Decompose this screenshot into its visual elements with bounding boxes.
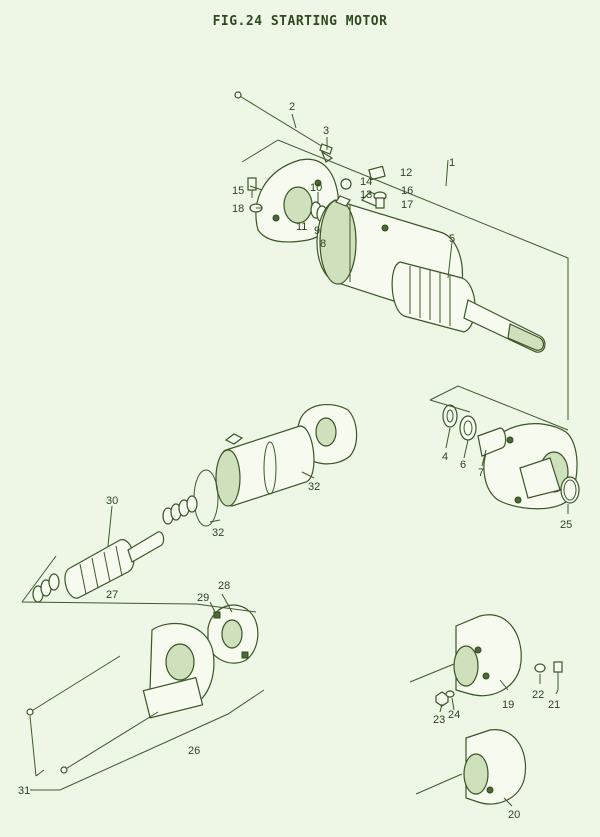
washer-6 xyxy=(459,415,477,441)
assembly-outline-1 xyxy=(241,139,569,431)
figure-title: FIG.24 STARTING MOTOR xyxy=(212,14,388,29)
callout-29: 29 xyxy=(197,592,209,604)
small-washers-middle xyxy=(162,495,198,525)
assembly-outline-4 xyxy=(30,689,265,791)
o-ring-25 xyxy=(560,476,580,504)
nut-23 xyxy=(435,691,449,707)
callout-7: 7 xyxy=(478,467,484,479)
callout-11: 11 xyxy=(296,221,307,233)
callout-20: 20 xyxy=(508,809,520,821)
magnetic-switch-19 xyxy=(409,614,522,697)
callout-21: 21 xyxy=(548,699,560,711)
through-bolt-upper xyxy=(234,91,333,155)
callout-14: 14 xyxy=(360,176,372,188)
yoke-middle xyxy=(215,425,315,507)
washers-27 xyxy=(32,573,60,603)
callout-28: 28 xyxy=(218,580,230,592)
callout-6: 6 xyxy=(460,459,466,471)
rear-end-cover-upper xyxy=(255,158,339,243)
callout-31: 31 xyxy=(18,785,30,797)
assembly-outline-2 xyxy=(21,555,197,605)
callout-1: 1 xyxy=(449,157,455,169)
bolt-21 xyxy=(553,661,563,690)
callout-5: 5 xyxy=(449,233,455,245)
leader-lines xyxy=(29,113,569,807)
callout-8: 8 xyxy=(320,238,326,250)
callout-30: 30 xyxy=(106,495,118,507)
callout-13: 13 xyxy=(360,189,372,201)
callout-16: 16 xyxy=(401,185,413,197)
bushing-7 xyxy=(477,427,507,457)
callout-12: 12 xyxy=(400,167,412,179)
callout-labels: 2 3 1 12 14 10 15 16 13 17 18 11 9 8 5 4… xyxy=(18,101,572,821)
callout-17: 17 xyxy=(401,199,413,211)
front-cover xyxy=(483,423,578,510)
callout-24: 24 xyxy=(448,709,460,721)
washer-3 xyxy=(320,150,334,163)
callout-10: 10 xyxy=(310,182,322,194)
callout-19: 19 xyxy=(502,699,514,711)
bolt-15 xyxy=(247,177,257,198)
assembly-outline-3 xyxy=(195,603,257,613)
washer-4 xyxy=(442,404,458,428)
washer-24 xyxy=(445,690,455,698)
callout-32-upper: 32 xyxy=(308,481,320,493)
armature-lower xyxy=(64,531,165,599)
callout-27: 27 xyxy=(106,589,118,601)
callout-32-lower: 32 xyxy=(212,527,224,539)
terminal-parts xyxy=(335,165,387,209)
callout-2: 2 xyxy=(289,101,295,113)
callout-26: 26 xyxy=(188,745,200,757)
callout-4: 4 xyxy=(442,451,448,463)
callout-23: 23 xyxy=(433,714,445,726)
callout-22: 22 xyxy=(532,689,544,701)
magnetic-switch-20 xyxy=(415,729,527,805)
nut-22 xyxy=(534,663,546,673)
through-bolts-31 xyxy=(26,655,159,774)
callout-25: 25 xyxy=(560,519,572,531)
brush-holder xyxy=(207,604,259,664)
o-ring-32b xyxy=(193,469,219,527)
rear-bracket xyxy=(142,623,215,719)
callout-15: 15 xyxy=(232,185,244,197)
callout-18: 18 xyxy=(232,203,244,215)
callout-3: 3 xyxy=(323,125,329,137)
armature-upper xyxy=(391,261,546,353)
callout-9: 9 xyxy=(314,225,320,237)
